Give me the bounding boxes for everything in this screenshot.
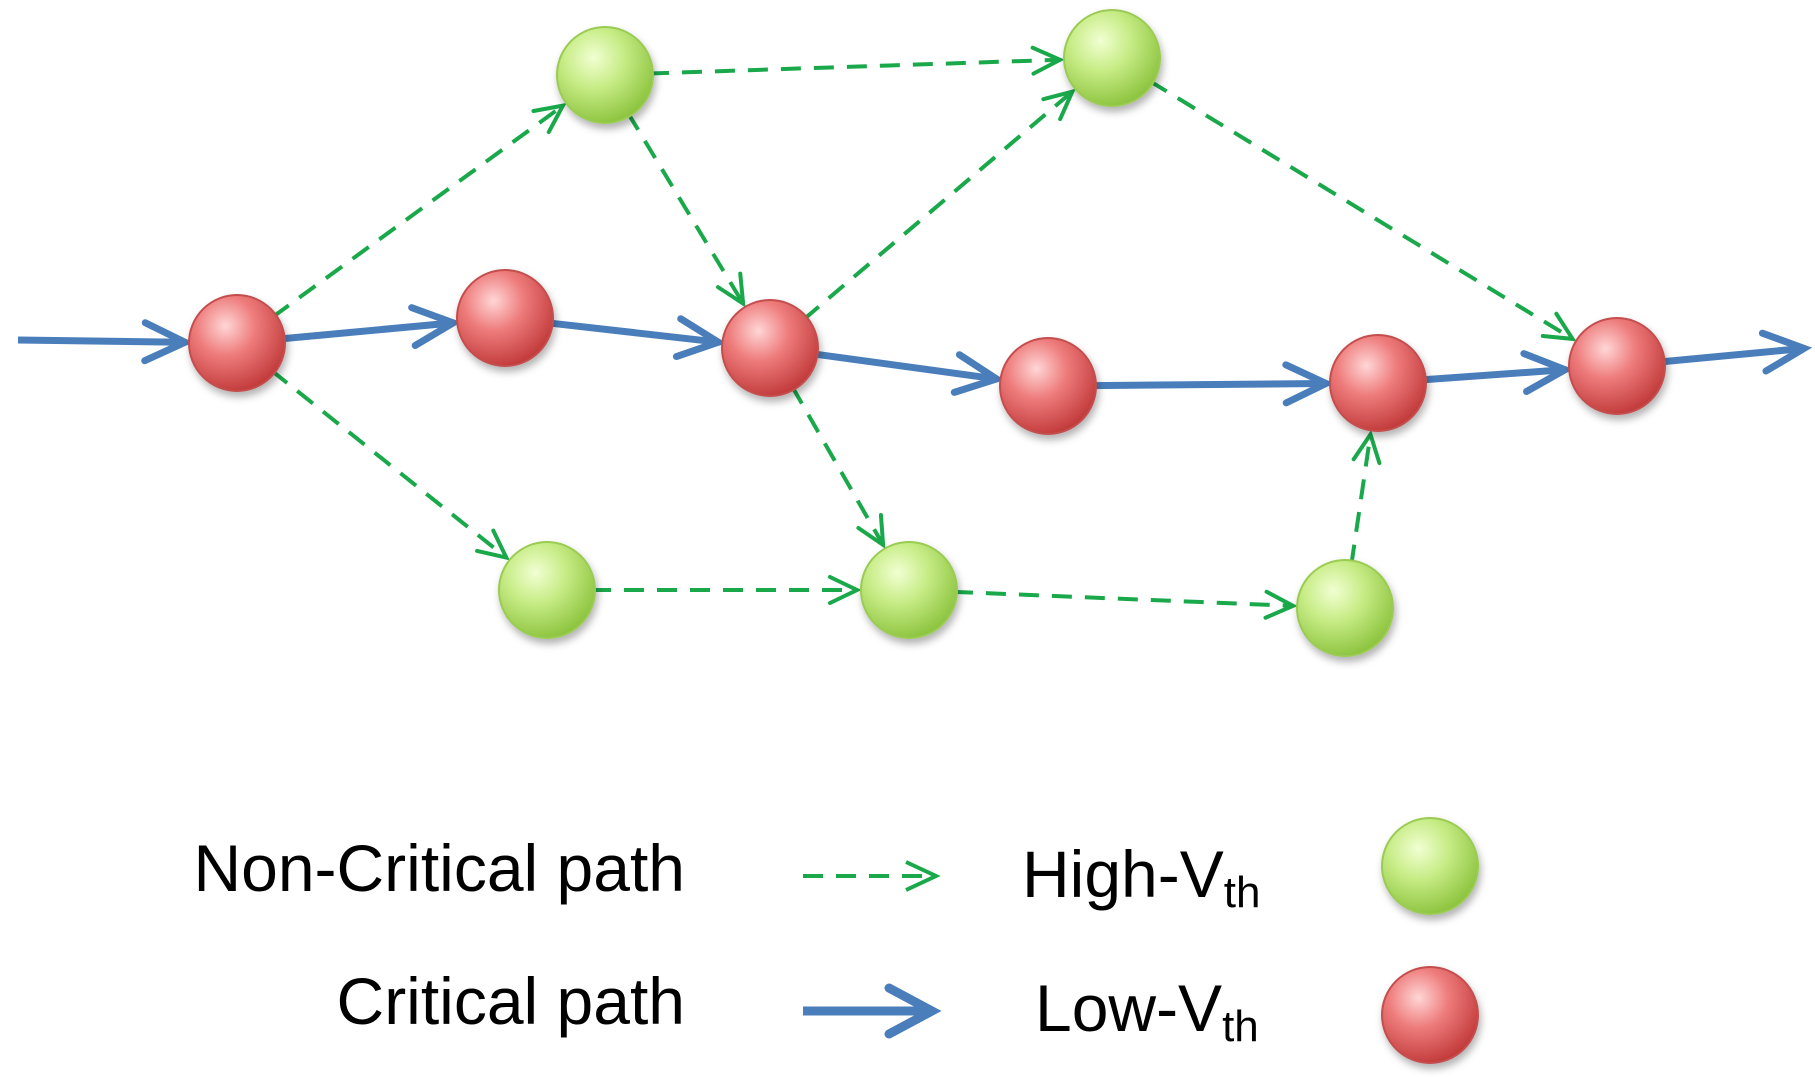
edge-line [548, 319, 716, 346]
edge-arrowhead [1540, 311, 1577, 342]
critical-path-edge [548, 315, 727, 361]
legend: Non-Critical path Critical path High-Vth… [193, 817, 1479, 1064]
non-critical-path-edge [626, 111, 746, 308]
edge-arrowhead [1282, 361, 1335, 407]
non-critical-path-edge [952, 589, 1298, 620]
edge-line [1349, 437, 1372, 565]
edge-arrowhead [1351, 429, 1382, 466]
edge-line [1091, 380, 1324, 390]
legend-critical-label: Critical path [337, 964, 685, 1038]
edge-arrowhead [1030, 45, 1065, 76]
edge-arrowhead [856, 513, 886, 549]
critical-path-edge [17, 319, 194, 365]
non-critical-path-edge [1349, 429, 1382, 565]
non-critical-path-edge [271, 102, 567, 319]
legend-high-vth-label: High-Vth [1022, 837, 1260, 917]
low-vth-node-r3 [721, 299, 819, 397]
edge-line [790, 385, 884, 544]
edge-arrowhead [828, 575, 862, 605]
high-vth-node-g4 [860, 541, 958, 639]
edge-arrowhead [1041, 88, 1076, 122]
critical-path-edge [1421, 350, 1574, 395]
critical-path-edge [1091, 361, 1335, 407]
non-critical-path-edge [270, 368, 510, 561]
edge-line [952, 589, 1291, 608]
critical-path-edge [280, 304, 462, 349]
edge-line [271, 105, 562, 319]
edge-arrowhead [141, 319, 194, 365]
legend-low-vth-label: Low-Vth [1035, 971, 1259, 1051]
edge-arrowhead [475, 528, 510, 561]
legend-non-critical-arrow [803, 860, 941, 892]
legend-critical-arrow [803, 983, 942, 1039]
low-vth-node-r2 [456, 269, 554, 367]
non-critical-path-edge [790, 385, 886, 549]
legend-high-vth-node [1381, 817, 1479, 915]
non-critical-path-edge [802, 88, 1076, 322]
high-vth-node-g5 [1296, 559, 1394, 657]
legend-non-critical-label: Non-Critical path [193, 831, 685, 905]
high-vth-node-g3 [498, 541, 596, 639]
edge-line [280, 319, 451, 343]
edges-layer [17, 45, 1813, 620]
edge-line [1148, 79, 1572, 340]
low-vth-node-r1 [188, 294, 286, 392]
edge-line [1421, 366, 1563, 384]
critical-path-edge [813, 350, 1005, 396]
edge-arrowhead [716, 271, 746, 308]
nodes-layer [188, 9, 1666, 657]
edge-line [813, 350, 994, 383]
low-vth-node-r5 [1329, 334, 1427, 432]
edge-line [626, 111, 744, 302]
legend-low-vth-node [1381, 966, 1479, 1064]
edge-line [802, 92, 1072, 322]
low-vth-node-r4 [999, 337, 1097, 435]
edge-arrowhead [531, 102, 567, 135]
high-vth-node-g1 [556, 26, 654, 124]
critical-path-edge [1660, 329, 1813, 375]
non-critical-path-edge [591, 575, 862, 605]
edge-line [270, 368, 506, 558]
non-critical-path-edge [648, 45, 1065, 76]
edge-arrowhead [408, 304, 462, 349]
high-vth-node-g2 [1063, 9, 1161, 107]
edge-arrowhead [950, 351, 1005, 396]
edge-line [648, 57, 1058, 76]
edge-line [1660, 345, 1802, 366]
edge-arrowhead [1520, 350, 1574, 395]
non-critical-path-edge [1148, 79, 1577, 342]
low-vth-node-r6 [1568, 317, 1666, 415]
edge-arrowhead [1758, 329, 1813, 375]
edge-arrowhead [672, 315, 727, 361]
edge-arrowhead [1263, 589, 1298, 620]
edge-line [17, 336, 183, 346]
